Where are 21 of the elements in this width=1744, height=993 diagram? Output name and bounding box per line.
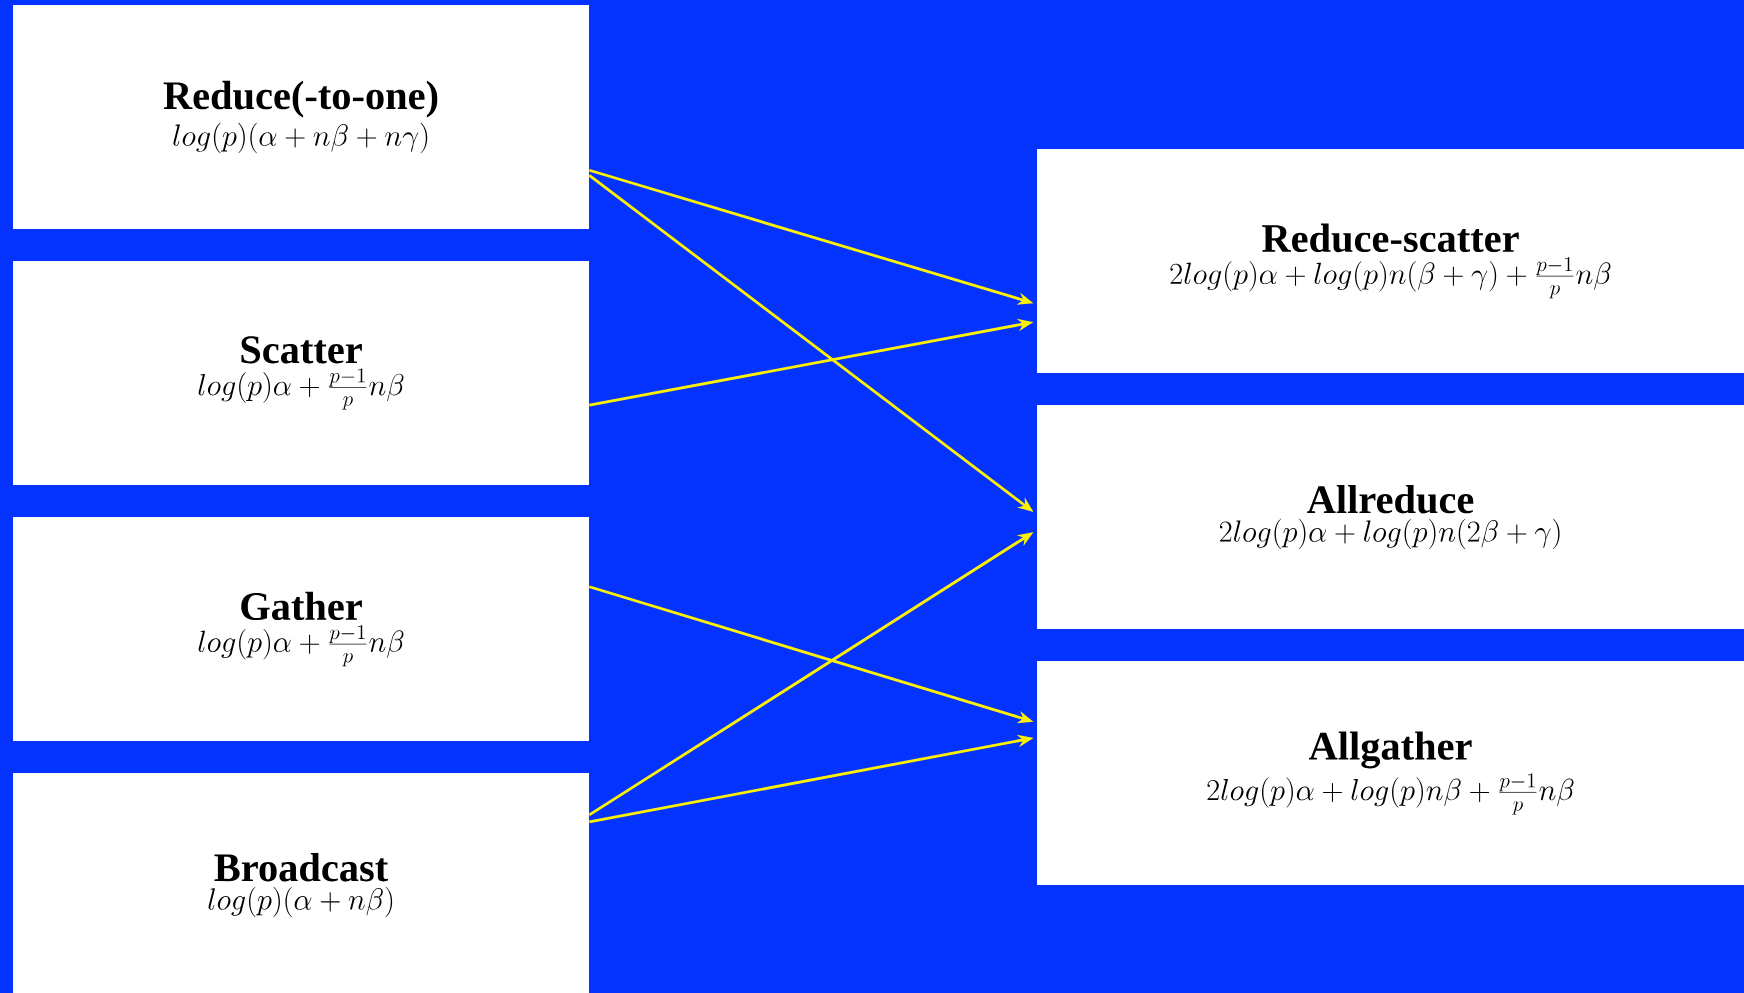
heading: Broadcast bbox=[214, 852, 389, 882]
formula: $2log(p)\alpha + log(p)n(2\beta + \gamma)$ bbox=[1219, 518, 1560, 550]
formula: $log(p)(\alpha + n\beta + n\gamma)$ bbox=[173, 122, 428, 154]
operation-box bbox=[1037, 149, 1744, 373]
heading: Allreduce bbox=[1307, 484, 1474, 514]
heading: Allgather bbox=[1308, 731, 1472, 769]
operation-box bbox=[1037, 661, 1744, 885]
operation-box bbox=[13, 261, 589, 485]
heading: Scatter bbox=[241, 336, 362, 364]
heading: Gather bbox=[241, 591, 362, 621]
formula: $2log(p)\alpha + log(p)n\beta + \frac{p-1}{p} n\beta$ bbox=[1207, 773, 1574, 815]
formula: $log(p)(\alpha + n\beta)$ bbox=[208, 886, 393, 918]
heading: Reduce(-to-one) bbox=[163, 80, 438, 118]
formula: $log(p)\alpha + \frac{p-1}{p} n\beta$ bbox=[198, 624, 404, 667]
operation-box bbox=[13, 773, 589, 993]
formula: $log(p)\alpha + \frac{p-1}{p} n\beta$ bbox=[198, 368, 404, 410]
operation-box bbox=[13, 517, 589, 741]
operation-box bbox=[13, 5, 589, 229]
operation-box bbox=[1037, 405, 1744, 629]
formula: $2log(p)\alpha + log(p)n(\beta + \gamma) + \frac{p-1}{p} n\beta$ bbox=[1170, 257, 1611, 299]
heading: Reduce-scatter bbox=[1262, 223, 1519, 253]
